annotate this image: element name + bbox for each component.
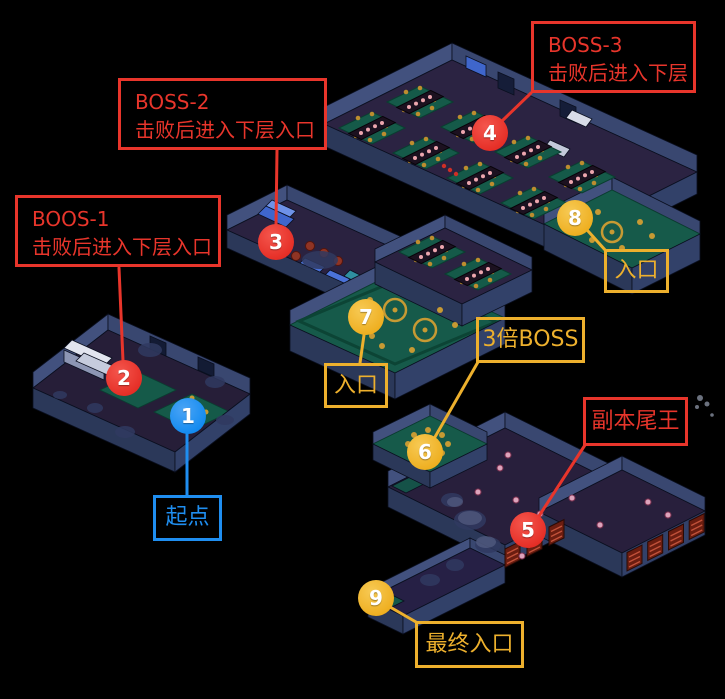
- marker-7-number: 7: [359, 305, 373, 329]
- connector-lines: [117, 91, 608, 624]
- marker-1-number: 1: [181, 404, 195, 428]
- marker-9-number: 9: [369, 586, 383, 610]
- callout-start-point-label: 起点: [165, 505, 210, 530]
- marker-5-number: 5: [521, 518, 535, 542]
- callout-triple-boss: 3倍BOSS: [476, 317, 585, 363]
- marker-4-number: 4: [483, 121, 497, 145]
- marker-6: 6: [407, 434, 443, 470]
- callout-final-boss: 副本尾王: [583, 397, 688, 446]
- marker-2: 2: [106, 360, 142, 396]
- map-section-start-room: [32, 313, 251, 473]
- callout-entrance-mid-label: 入口: [333, 372, 378, 398]
- callout-final-boss-label: 副本尾王: [591, 408, 680, 434]
- callout-boss-3-title: BOSS-3: [548, 33, 623, 57]
- marker-5: 5: [510, 512, 546, 548]
- map-section-boss2-room: [226, 184, 416, 307]
- callout-boss-3: BOSS-3 击败后进入下层: [531, 21, 696, 93]
- callout-final-entrance: 最终入口: [415, 621, 524, 668]
- marker-1: 1: [170, 398, 206, 434]
- callout-entrance-right-label: 入口: [614, 258, 659, 283]
- marker-9: 9: [358, 580, 394, 616]
- callout-triple-boss-label: 3倍BOSS: [482, 327, 579, 352]
- callout-boos-1-title: BOOS-1: [32, 207, 110, 231]
- callout-boss-2: BOSS-2 击败后进入下层入口: [118, 78, 327, 150]
- callout-entrance-mid: 入口: [324, 363, 388, 408]
- callout-boss-3-subtitle: 击败后进入下层: [548, 61, 688, 85]
- callout-entrance-right: 入口: [604, 249, 669, 293]
- marker-2-number: 2: [117, 366, 131, 390]
- callout-boos-1: BOOS-1 击败后进入下层入口: [15, 195, 221, 267]
- marker-6-number: 6: [418, 440, 432, 464]
- callout-boss-2-subtitle: 击败后进入下层入口: [135, 118, 315, 142]
- marker-8-number: 8: [568, 206, 582, 230]
- marker-3-number: 3: [269, 230, 283, 254]
- callout-start-point: 起点: [153, 495, 222, 541]
- marker-7: 7: [348, 299, 384, 335]
- marker-3: 3: [258, 224, 294, 260]
- marker-8: 8: [557, 200, 593, 236]
- marker-4: 4: [472, 115, 508, 151]
- callout-boos-1-subtitle: 击败后进入下层入口: [32, 235, 212, 259]
- callout-final-entrance-label: 最终入口: [425, 631, 514, 657]
- debris-sprite: [695, 395, 714, 417]
- callout-boss-2-title: BOSS-2: [135, 90, 210, 114]
